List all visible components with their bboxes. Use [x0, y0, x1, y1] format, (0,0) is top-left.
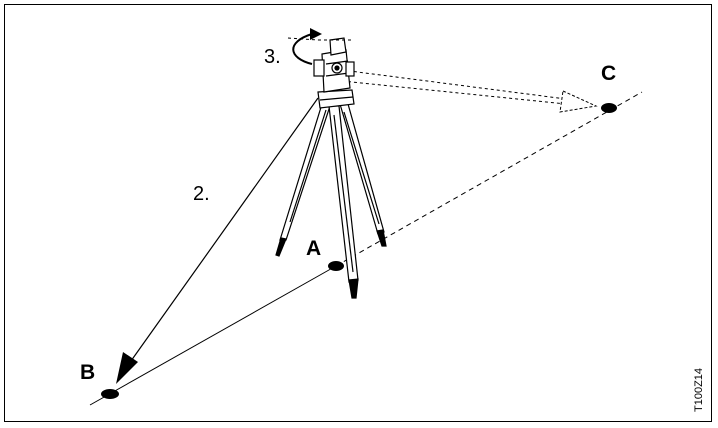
- tripod: [275, 89, 387, 299]
- rotation-arrow: [287, 28, 352, 65]
- figure-frame: [4, 4, 712, 422]
- point-c-label: C: [601, 62, 616, 85]
- arrow-to-b: [125, 97, 319, 369]
- point-a-label: A: [306, 237, 321, 260]
- point-b-label: B: [80, 361, 95, 384]
- sight-arrowhead: [559, 90, 598, 113]
- baseline-solid: [89, 265, 337, 406]
- point-b-marker: [101, 389, 119, 399]
- figure-id: T100Z14: [693, 368, 705, 412]
- step-3-label: 3.: [264, 46, 281, 68]
- baseline-dashed: [335, 91, 643, 267]
- step-2-label: 2.: [193, 183, 210, 205]
- theodolite: [313, 37, 355, 93]
- arrowhead-b: [116, 352, 138, 384]
- point-c-marker: [601, 103, 617, 113]
- sight-line-lower: [341, 80, 567, 105]
- sight-line-upper: [341, 69, 567, 100]
- point-a-marker: [328, 261, 344, 271]
